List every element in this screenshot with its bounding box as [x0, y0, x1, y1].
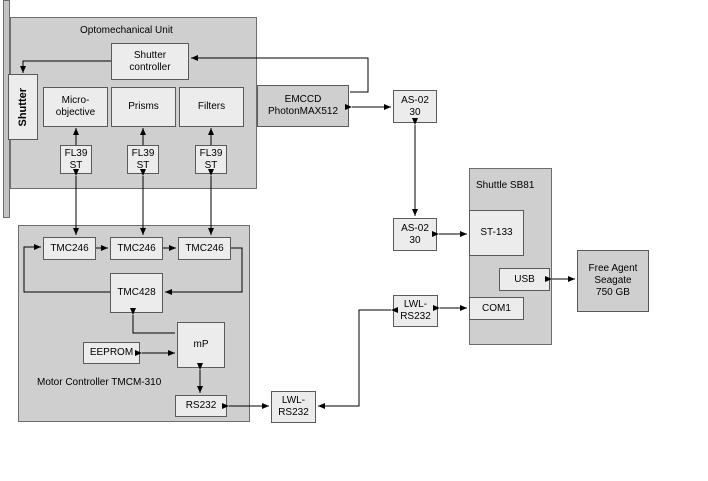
wire-lwl-lwl: [318, 307, 398, 409]
as02-bottom-block: AS-02 30: [393, 218, 437, 251]
tmc246-block-2: TMC246: [110, 237, 163, 260]
wire-tmc428-mp: [130, 308, 175, 334]
lwl-rs232-bottom-block: LWL- RS232: [271, 391, 316, 423]
wire-tmc428-to-tmc246-1: [23, 246, 110, 293]
prisms-block: Prisms: [111, 87, 176, 127]
shuttle-title: Shuttle SB81: [476, 180, 535, 191]
emccd-camera-block: EMCCD PhotonMAX512: [257, 85, 349, 127]
optomechanical-unit-title: Optomechanical Unit: [80, 25, 173, 36]
lwl-rs232-right-block: LWL- RS232: [393, 295, 438, 327]
mp-block: mP: [177, 322, 225, 368]
tmc246-block-3: TMC246: [178, 237, 231, 260]
wire-emccd-to-controller: [191, 55, 369, 93]
st133-block: ST-133: [469, 210, 524, 256]
tmc246-block-1: TMC246: [43, 237, 96, 260]
wire-controller-to-shutter: [20, 60, 111, 73]
rs232-block: RS232: [175, 395, 227, 417]
com1-port-block: COM1: [469, 297, 524, 320]
as02-top-block: AS-02 30: [393, 90, 437, 123]
free-agent-drive-block: Free Agent Seagate 750 GB: [577, 250, 649, 312]
usb-port-block: USB: [499, 268, 550, 291]
filters-block: Filters: [179, 87, 244, 127]
shutter-controller-block: Shutter controller: [111, 43, 189, 80]
fl39-block-1: FL39 ST: [60, 145, 92, 174]
shutter-block: Shutter: [8, 74, 38, 140]
tmc428-block: TMC428: [110, 273, 163, 313]
microobjective-block: Micro- objective: [43, 87, 108, 127]
motor-controller-title: Motor Controller TMCM-310: [37, 377, 162, 388]
wire-tmc246-3-to-428: [165, 247, 243, 295]
